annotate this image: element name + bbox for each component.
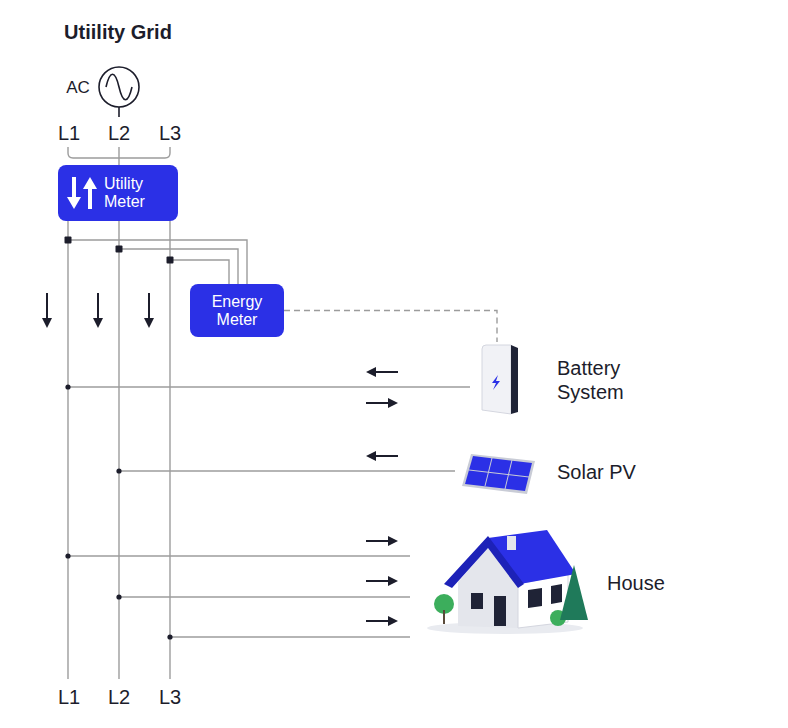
sine-wave bbox=[106, 74, 132, 100]
bus-l1 bbox=[67, 221, 68, 679]
phase-label: L1 bbox=[58, 687, 80, 707]
bus-lines bbox=[68, 221, 470, 679]
battery-system: Battery System bbox=[478, 342, 660, 418]
energy-meter-box: Energy Meter bbox=[190, 284, 284, 337]
window bbox=[471, 593, 483, 609]
panel-frame bbox=[462, 454, 535, 494]
solar-pv: Solar PV bbox=[458, 446, 660, 498]
battery-bolt bbox=[492, 375, 500, 390]
tap-dot bbox=[65, 237, 72, 244]
phase-label: L2 bbox=[108, 123, 130, 143]
pine-tree bbox=[560, 565, 588, 620]
down-arrow bbox=[148, 293, 150, 320]
battery-illustration bbox=[482, 345, 518, 414]
meter-arrows-icon bbox=[64, 173, 104, 213]
arrow-head bbox=[144, 318, 154, 328]
phase-label: L1 bbox=[58, 123, 80, 143]
house-feed bbox=[68, 555, 410, 556]
source-stub bbox=[118, 107, 120, 117]
door bbox=[494, 596, 506, 626]
right-arrow bbox=[366, 540, 390, 542]
box-text-group: Utility Meter bbox=[104, 175, 172, 210]
diagram-title: Utiility Grid bbox=[64, 22, 172, 42]
arrow-head bbox=[42, 318, 52, 328]
arrow-head bbox=[388, 536, 398, 546]
arrow-head bbox=[93, 318, 103, 328]
phase-label: L3 bbox=[159, 123, 181, 143]
junction-dots bbox=[65, 237, 174, 640]
arrow-shaft bbox=[72, 177, 76, 199]
bus-l3 bbox=[169, 221, 170, 679]
phase-label: L2 bbox=[108, 687, 130, 707]
component-label: Solar PV bbox=[557, 460, 657, 484]
tap-dot bbox=[167, 257, 174, 264]
junction bbox=[65, 553, 70, 558]
panel-cells bbox=[465, 456, 532, 491]
right-arrow bbox=[366, 402, 390, 404]
junction bbox=[116, 594, 121, 599]
junction bbox=[65, 384, 70, 389]
house: House bbox=[428, 526, 690, 640]
arrow-head bbox=[67, 197, 81, 209]
chimney bbox=[507, 536, 516, 550]
ac-circle bbox=[99, 67, 139, 107]
battery-side bbox=[511, 345, 518, 414]
box-label: Energy Meter bbox=[197, 293, 277, 328]
tap-wire bbox=[119, 249, 238, 284]
arrow-head bbox=[366, 451, 376, 461]
component-label: Battery System bbox=[557, 356, 657, 404]
junction bbox=[167, 634, 172, 639]
tap-dot bbox=[116, 246, 123, 253]
bus-l2 bbox=[118, 221, 119, 679]
ac-source bbox=[99, 67, 139, 117]
right-arrow bbox=[366, 580, 390, 582]
left-arrow bbox=[374, 455, 398, 457]
junction bbox=[116, 468, 121, 473]
house-illustration bbox=[427, 530, 588, 634]
arrow-head bbox=[388, 576, 398, 586]
tap-wire bbox=[68, 240, 247, 284]
house-feed bbox=[170, 636, 410, 637]
solar-illustration bbox=[462, 454, 535, 494]
source-label: AC bbox=[66, 79, 90, 96]
arrow-shaft bbox=[88, 187, 92, 209]
battery-feed bbox=[68, 386, 470, 387]
down-arrow bbox=[46, 293, 48, 320]
window bbox=[551, 584, 562, 604]
window bbox=[528, 588, 542, 608]
roof-edge bbox=[444, 536, 524, 588]
solar-feed bbox=[119, 470, 455, 471]
arrow-head bbox=[366, 367, 376, 377]
phase-label: L3 bbox=[159, 687, 181, 707]
arrow-head bbox=[388, 616, 398, 626]
phase-bracket bbox=[68, 147, 170, 165]
bracket-stem bbox=[118, 147, 119, 165]
arrow-head bbox=[83, 177, 97, 189]
box-text-group: Energy Meter bbox=[197, 293, 277, 328]
box-label: Utility Meter bbox=[104, 175, 172, 210]
cell-grid bbox=[469, 458, 529, 489]
tree-trunk bbox=[443, 610, 445, 624]
house-feed bbox=[119, 596, 410, 597]
left-arrow bbox=[374, 371, 398, 373]
dashed-data-link bbox=[284, 311, 497, 343]
down-arrow bbox=[97, 293, 99, 320]
tap-wire bbox=[170, 260, 229, 284]
right-arrow bbox=[366, 620, 390, 622]
arrow-head bbox=[388, 398, 398, 408]
battery-front bbox=[482, 345, 511, 414]
component-label: House bbox=[607, 571, 687, 595]
flow-arrows bbox=[42, 293, 398, 626]
